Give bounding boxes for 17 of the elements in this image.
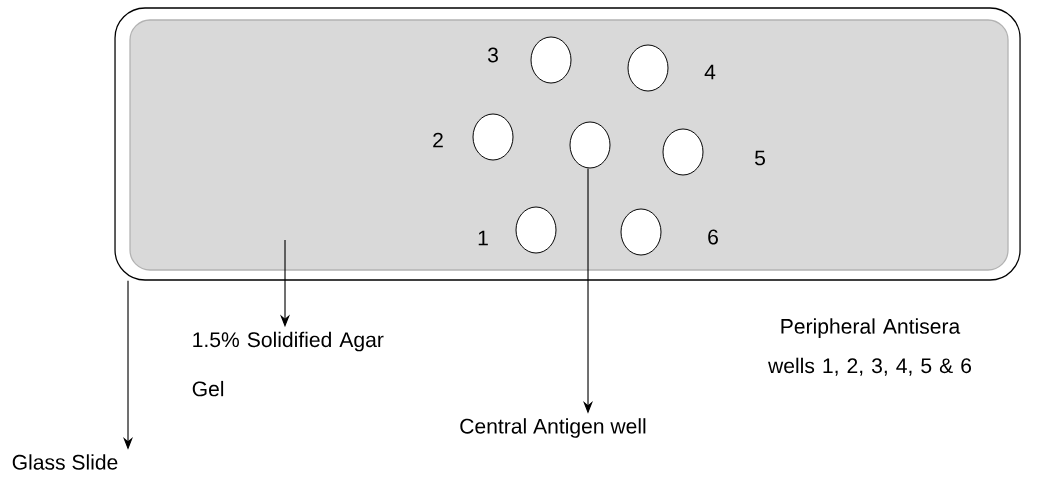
well-number: 3	[487, 47, 498, 63]
well-number: 6	[708, 229, 718, 245]
well	[627, 44, 669, 92]
well-number: 5	[755, 150, 765, 166]
well-number: 1	[478, 230, 488, 246]
caption-text: Peripheral Antisera wells 1, 2, 3, 4, 5 & 6	[768, 318, 972, 376]
callout-text: Central Antigen well	[460, 418, 646, 438]
well	[530, 36, 572, 84]
well	[569, 121, 611, 169]
well	[515, 206, 557, 254]
well-number: 2	[433, 132, 443, 148]
well	[620, 208, 662, 256]
well	[662, 128, 704, 176]
callout-text: Glass Slide	[12, 454, 118, 470]
callout-text: 1.5% Solidified Agar Gel	[192, 331, 384, 397]
well-number: 4	[704, 64, 716, 80]
well	[472, 113, 514, 161]
